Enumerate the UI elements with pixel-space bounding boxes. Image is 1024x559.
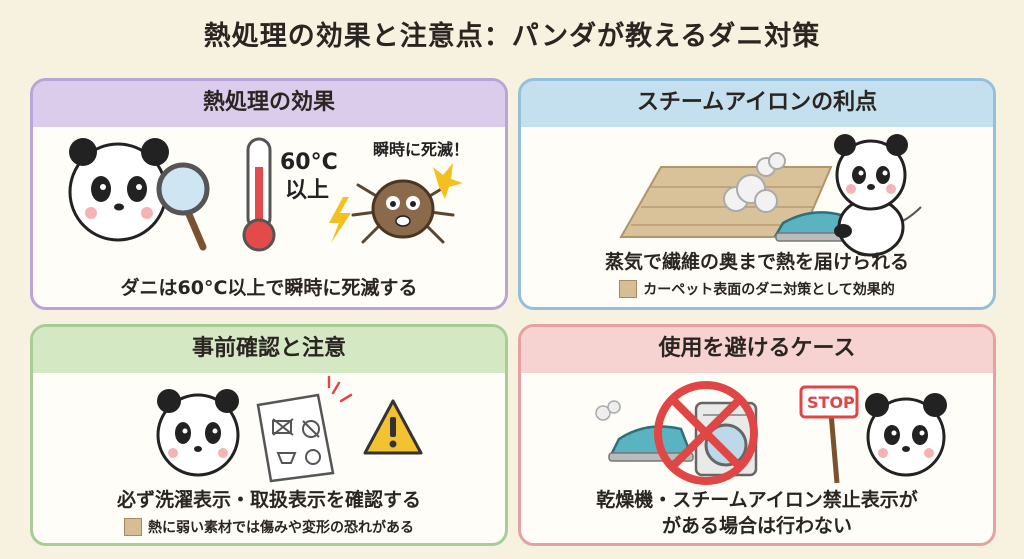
- panda-icon: [156, 389, 240, 477]
- magnifier-icon: [156, 162, 210, 251]
- temp-label-line2: 以上: [285, 178, 329, 203]
- warning-icon: [363, 399, 423, 455]
- care-label-icon: [256, 393, 335, 483]
- thermometer-icon: [242, 137, 276, 252]
- heat-caption: ダニは60°C以上で瞬時に死滅する: [120, 277, 418, 299]
- page-title: 熱処理の効果と注意点：パンダが教えるダニ対策: [203, 21, 821, 52]
- steam-illustration: [619, 134, 922, 257]
- panel-avoid-header: 使用を避けるケース: [521, 327, 993, 373]
- check-note: 熱に弱い素材では傷みや変形の恐れがある: [33, 517, 505, 537]
- check-illustration: [156, 375, 423, 483]
- avoid-caption-line1: 乾燥機・スチームアイロン禁止表示が: [596, 489, 918, 511]
- panel-heat-effect: 熱処理の効果 60°C 以上: [30, 78, 508, 310]
- alert-lines-icon: [327, 375, 353, 403]
- panel-check-header: 事前確認と注意: [33, 327, 505, 373]
- check-note-text: 熱に弱い素材では傷みや変形の恐れがある: [148, 520, 414, 536]
- steam-iron-icon: [595, 400, 694, 462]
- steam-iron-icon: [773, 206, 922, 242]
- fabric-swatch-icon: [124, 518, 142, 536]
- prohibited-icon: [654, 381, 758, 485]
- dust-mite-icon: [351, 179, 455, 244]
- stop-sign-icon: STOP: [799, 385, 859, 484]
- avoid-illustration: STOP: [595, 381, 947, 485]
- heat-illustration: 60°C 以上 瞬時に死滅！: [68, 137, 469, 252]
- panda-icon: [865, 393, 947, 477]
- steam-note-text: カーペット表面のダニ対策として効果的: [643, 282, 895, 298]
- panel-avoid-cases: 使用を避けるケース STOP: [518, 324, 996, 546]
- stop-sign-text: STOP: [807, 393, 855, 412]
- instant-death-label: 瞬時に死滅！: [373, 140, 469, 159]
- burst-icon: [433, 163, 463, 199]
- carpet-swatch-icon: [619, 280, 638, 298]
- steam-cloud-icon: [723, 152, 786, 213]
- lightning-icon: [329, 197, 351, 243]
- panel-heat-header: 熱処理の効果: [33, 81, 505, 127]
- temp-label-line1: 60°C: [280, 150, 338, 175]
- panel-check-labels: 事前確認と注意 必ず洗濯表示・取扱表示を確認する: [30, 324, 508, 546]
- avoid-caption-line2: がある場合は行わない: [661, 515, 852, 537]
- steam-caption: 蒸気で繊維の奥まで熱を届けられる: [604, 251, 909, 273]
- panda-icon: [68, 138, 169, 242]
- check-caption: 必ず洗濯表示・取扱表示を確認する: [116, 489, 421, 511]
- steam-note: カーペット表面のダニ対策として効果的: [521, 279, 993, 299]
- panel-steam-header: スチームアイロンの利点: [521, 81, 993, 127]
- panda-icon: [834, 134, 908, 257]
- panel-steam-iron: スチームアイロンの利点 蒸気で: [518, 78, 996, 310]
